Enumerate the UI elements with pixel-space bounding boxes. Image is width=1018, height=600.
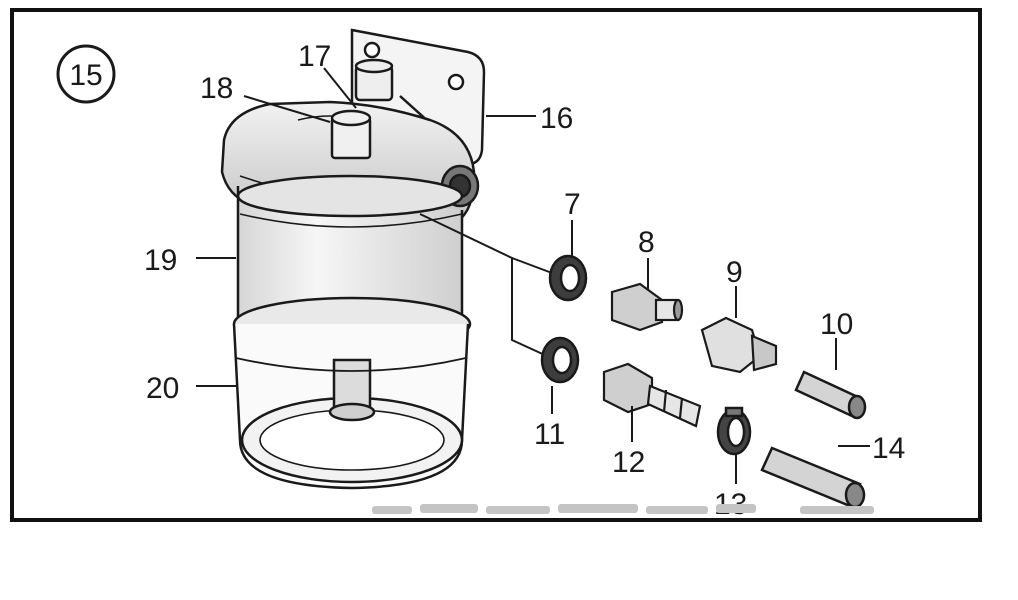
sediment-bowl xyxy=(232,296,472,490)
filter-element xyxy=(236,174,464,322)
label-9: 9 xyxy=(726,256,743,289)
figure-number: 15 xyxy=(69,59,102,92)
top-bolt xyxy=(330,109,372,160)
label-14: 14 xyxy=(872,432,905,465)
label-7: 7 xyxy=(564,188,581,221)
label-11: 11 xyxy=(534,418,565,451)
label-16: 16 xyxy=(540,102,573,135)
label-12: 12 xyxy=(612,446,645,479)
sealing-washer-7 xyxy=(548,254,588,302)
label-8: 8 xyxy=(638,226,655,259)
hose-barb-12 xyxy=(602,362,702,428)
label-18: 18 xyxy=(200,72,233,105)
diagram-frame xyxy=(10,8,982,522)
label-19: 19 xyxy=(144,244,177,277)
label-10: 10 xyxy=(820,308,853,341)
label-17: 17 xyxy=(298,40,331,73)
label-leaders xyxy=(196,67,870,484)
cone-nut-9 xyxy=(700,316,778,374)
hose-14 xyxy=(760,446,866,509)
hose-clamp-13 xyxy=(716,406,752,456)
hose-10 xyxy=(794,370,867,420)
hex-adapter-8 xyxy=(610,282,684,332)
part-labels: 17 18 16 19 20 7 8 9 10 11 12 13 14 xyxy=(144,40,905,521)
sealing-washer-11 xyxy=(540,336,580,384)
label-20: 20 xyxy=(146,372,179,405)
figure-number-badge: 15 xyxy=(56,44,116,104)
bleed-screw-rear xyxy=(354,58,394,102)
watermark-smudge xyxy=(372,504,874,514)
